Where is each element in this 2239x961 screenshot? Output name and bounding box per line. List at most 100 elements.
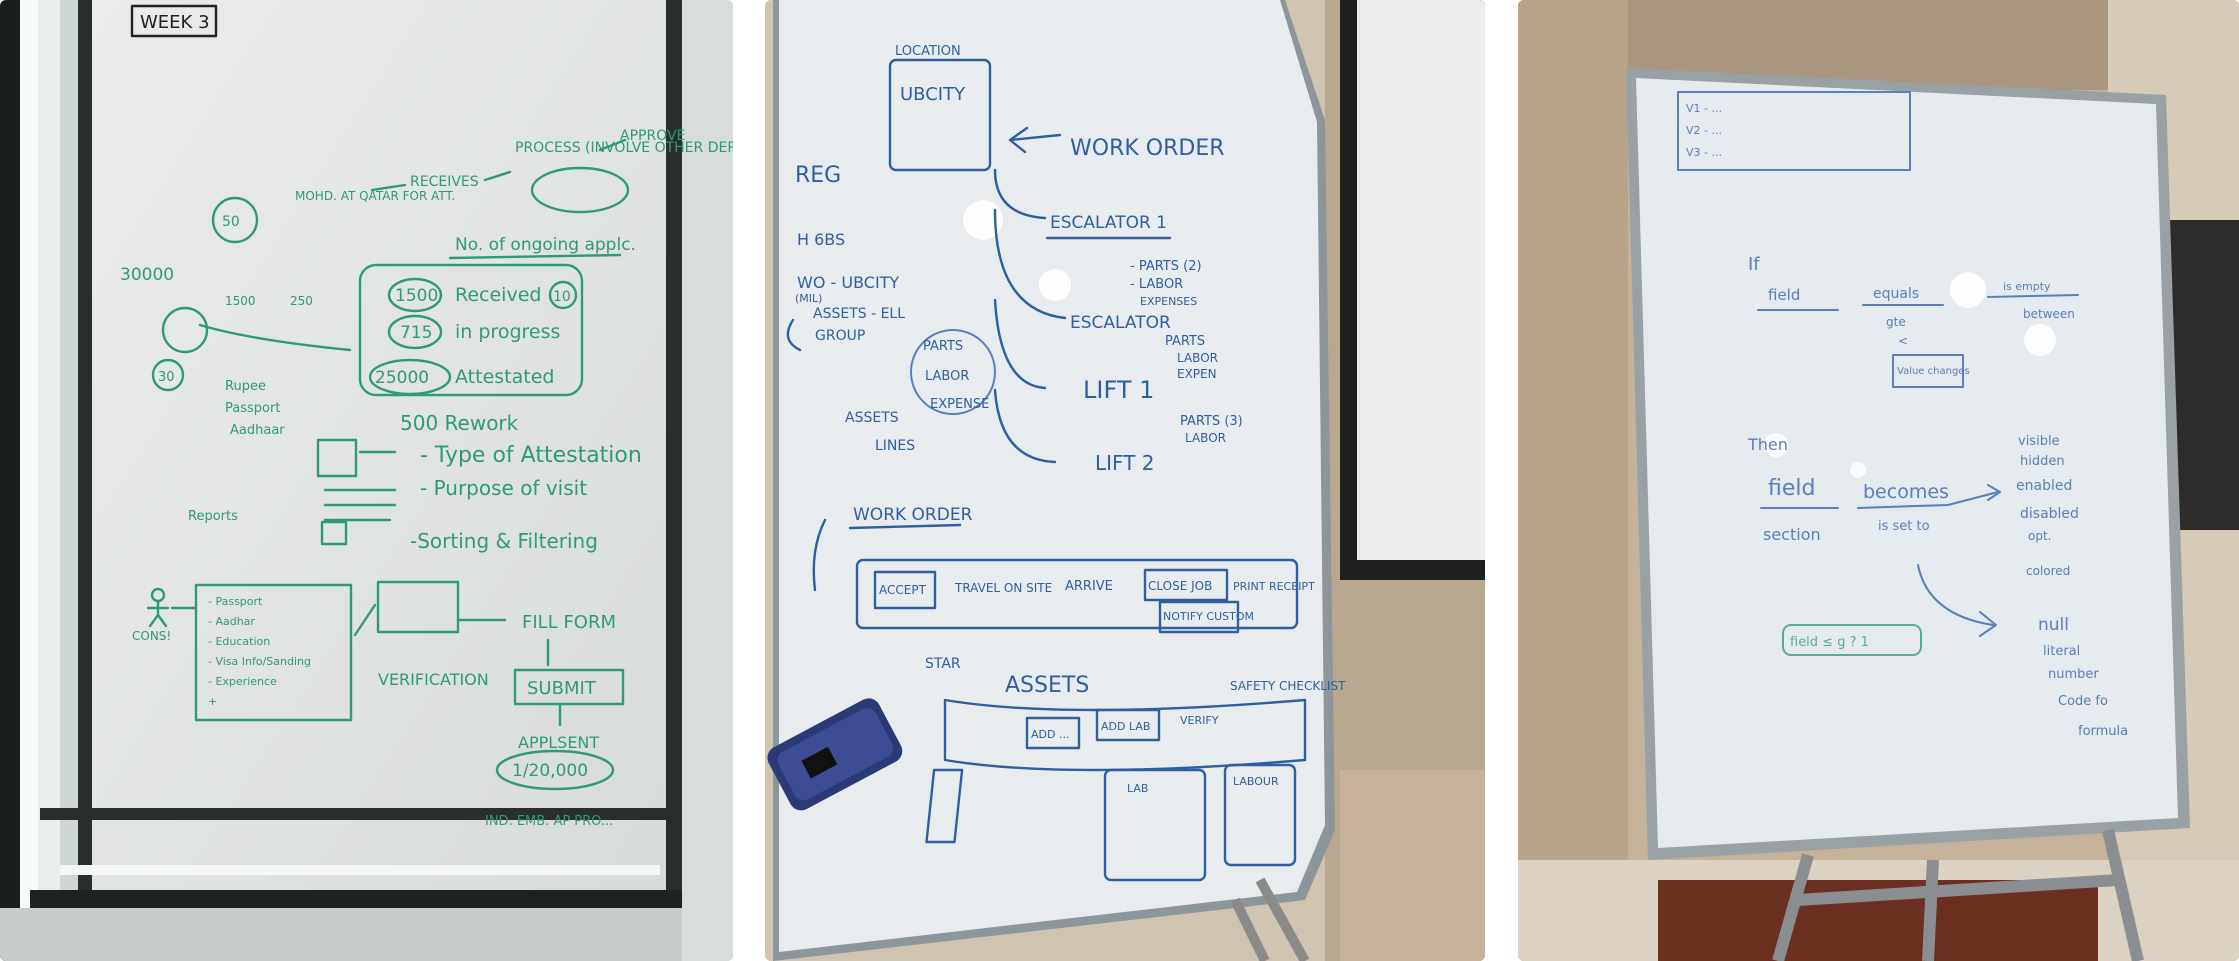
- note-line: (MIL): [795, 292, 822, 305]
- whiteboard-right-scene: V1 - ... V2 - ... V3 - ... If field equa…: [1518, 0, 2239, 961]
- then-becomes: becomes: [1863, 481, 1949, 503]
- fill-form-label: FILL FORM: [522, 612, 616, 633]
- note-line: LINES: [875, 438, 915, 454]
- number-250: 250: [290, 294, 313, 308]
- note-line: EXPENSE: [930, 397, 989, 412]
- escalator-1: ESCALATOR 1: [1050, 213, 1167, 233]
- applsent-label: APPLSENT: [518, 733, 599, 752]
- option-value: opt.: [2028, 529, 2051, 543]
- checklist-item: - Experience: [208, 675, 277, 688]
- escalator-1-item: - LABOR: [1130, 277, 1183, 292]
- left-item-rupee: Rupee: [225, 379, 266, 394]
- asset-step: ADD ...: [1031, 728, 1069, 741]
- reg-label: REG: [795, 163, 841, 188]
- result-value: literal: [2043, 644, 2080, 659]
- status-label-attestated: Attestated: [455, 366, 554, 388]
- escalator-2: ESCALATOR: [1070, 313, 1171, 333]
- option-value: colored: [2026, 564, 2070, 578]
- if-field: field: [1768, 286, 1800, 304]
- header-line: V1 - ...: [1686, 102, 1722, 115]
- escalator-2-item: LABOR: [1177, 351, 1218, 365]
- flow-step: ACCEPT: [879, 583, 927, 597]
- option-value: enabled: [2016, 478, 2072, 494]
- escalator-1-item: - PARTS (2): [1130, 259, 1202, 274]
- option-value: disabled: [2020, 506, 2079, 522]
- asset-step: LAB: [1127, 782, 1148, 795]
- checklist-item: - Aadhar: [208, 615, 255, 628]
- lift-1: LIFT 1: [1083, 376, 1154, 404]
- lift-side-item: PARTS (3): [1180, 414, 1243, 429]
- if-label: If: [1748, 254, 1760, 275]
- left-item-passport: Passport: [225, 401, 280, 416]
- asset-step: LABOUR: [1233, 775, 1279, 788]
- asset-step: ADD LAB: [1101, 720, 1150, 733]
- if-between: between: [2023, 307, 2075, 321]
- number-1500: 1500: [225, 294, 256, 308]
- whiteboard-photo-right: V1 - ... V2 - ... V3 - ... If field equa…: [1518, 0, 2239, 961]
- if-is-empty: is empty: [2003, 280, 2051, 293]
- flow-step: TRAVEL ON SITE: [954, 581, 1052, 595]
- status-header: No. of ongoing applc.: [455, 235, 636, 255]
- safety-checklist: SAFETY CHECKLIST: [1230, 679, 1346, 693]
- checklist-item: - Visa Info/Sanding: [208, 655, 311, 668]
- status-count-attestated: 25000: [375, 368, 429, 388]
- value-changes: Value changes: [1897, 366, 1970, 377]
- then-section: section: [1763, 525, 1821, 544]
- ind-emb-label: IND. EMB. AP PRO...: [485, 814, 613, 829]
- status-label-received: Received: [455, 284, 541, 306]
- number-30000: 30000: [120, 265, 174, 285]
- rework-point-1: - Type of Attestation: [420, 443, 642, 468]
- option-value: hidden: [2020, 454, 2065, 469]
- rework-point-3: -Sorting & Filtering: [410, 529, 598, 553]
- cons-label: CONS!: [132, 629, 171, 643]
- escalator-1-item: EXPENSES: [1140, 295, 1197, 308]
- app-count: 1/20,000: [512, 761, 588, 781]
- reports-label: Reports: [188, 509, 238, 524]
- status-label-progress: in progress: [455, 321, 560, 343]
- note-line: GROUP: [815, 328, 865, 344]
- option-value: visible: [2018, 434, 2060, 449]
- left-item-aadhaar: Aadhaar: [230, 423, 285, 438]
- result-value: null: [2038, 615, 2069, 635]
- escalator-2-item: PARTS: [1165, 334, 1205, 349]
- checklist-item: +: [208, 695, 217, 708]
- note-line: H 6BS: [797, 230, 845, 249]
- if-gte: gte: [1886, 315, 1906, 329]
- whiteboard-photo-middle: LOCATION UBCITY WORK ORDER REG H 6BS WO …: [765, 0, 1485, 961]
- location-value: UBCITY: [900, 84, 966, 105]
- status-count-progress: 715: [400, 323, 432, 343]
- lift-side-item: LABOR: [1185, 431, 1226, 445]
- flow-step-4: APPROVE: [620, 128, 685, 144]
- whiteboard-photo-left: WEEK 3 50 MOHD. AT QATAR FOR ATT. RECEIV…: [0, 0, 733, 961]
- workorder-heading: WORK ORDER: [1070, 136, 1225, 161]
- assets-heading: ASSETS: [1005, 673, 1089, 698]
- eraser-icon: [767, 698, 903, 811]
- note-line: WO - UBCITY: [797, 273, 899, 292]
- rework-point-2: - Purpose of visit: [420, 476, 587, 500]
- checklist-item: - Passport: [208, 595, 263, 608]
- note-line: ASSETS - ELL: [813, 306, 905, 322]
- lift-2: LIFT 2: [1095, 451, 1155, 475]
- whiteboard-middle-scene: LOCATION UBCITY WORK ORDER REG H 6BS WO …: [765, 0, 1485, 961]
- then-field: field: [1768, 476, 1815, 501]
- flow-step-1: MOHD. AT QATAR FOR ATT.: [295, 189, 455, 203]
- work-order-heading: WORK ORDER: [853, 505, 973, 525]
- number-30: 30: [158, 370, 175, 385]
- flow-step-2: RECEIVES: [410, 174, 479, 190]
- board-title: WEEK 3: [140, 12, 210, 33]
- whiteboard-left-scene: WEEK 3 50 MOHD. AT QATAR FOR ATT. RECEIV…: [0, 0, 733, 961]
- then-is-set-to: is set to: [1878, 519, 1930, 534]
- flow-step: ARRIVE: [1065, 579, 1113, 594]
- flow-step: NOTIFY CUSTOM: [1163, 610, 1254, 623]
- flow-step: PRINT RECEIPT: [1233, 580, 1315, 593]
- star-label: STAR: [925, 656, 961, 672]
- if-equals: equals: [1873, 286, 1919, 302]
- location-heading: LOCATION: [895, 44, 961, 59]
- escalator-2-item: EXPEN: [1177, 367, 1217, 381]
- asset-step: VERIFY: [1180, 714, 1219, 727]
- checklist-item: - Education: [208, 635, 270, 648]
- note-line: PARTS: [923, 339, 963, 354]
- note-line: ASSETS: [845, 410, 899, 426]
- result-value: Code fo: [2058, 694, 2108, 709]
- result-value: formula: [2078, 724, 2128, 739]
